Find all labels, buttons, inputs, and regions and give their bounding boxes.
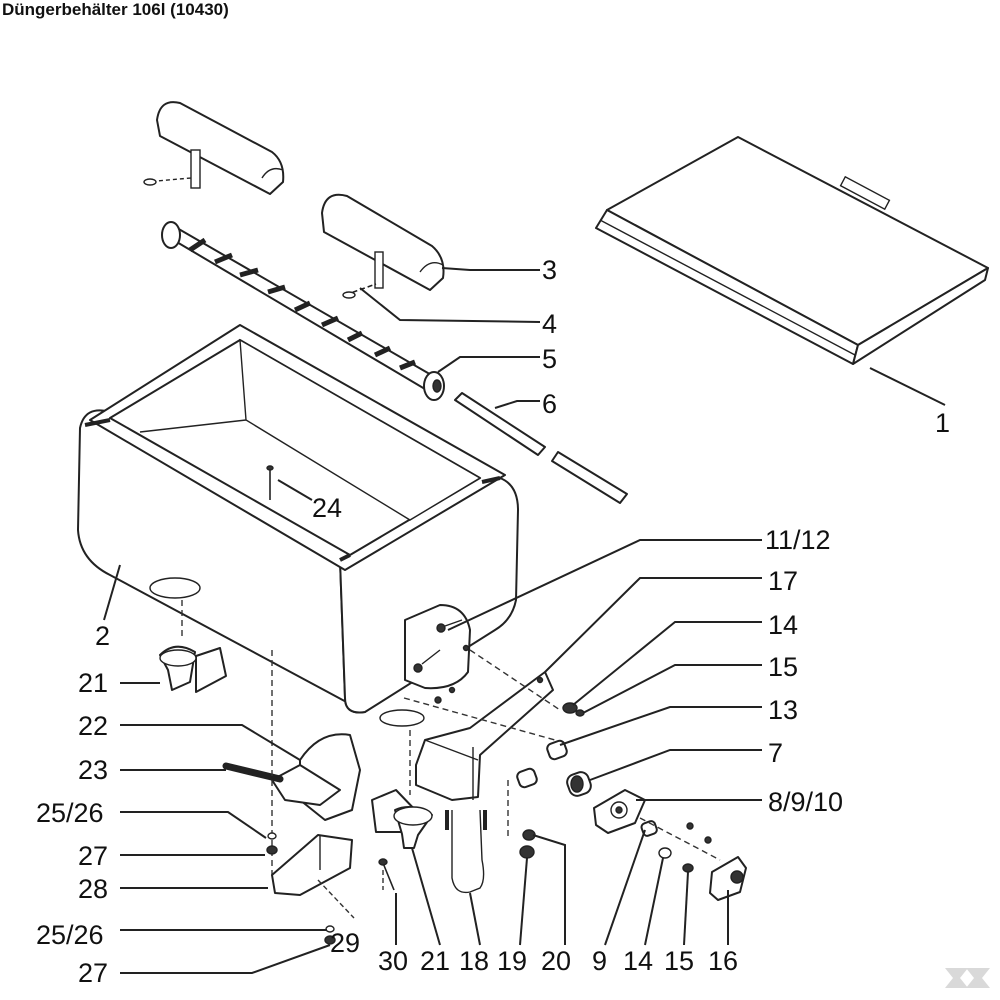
callout-14-bottom: 14 [623,946,653,976]
bearing-assembly [516,702,747,901]
callout-15-bottom: 15 [664,946,694,976]
callout-6: 6 [542,389,557,419]
callout-24: 24 [312,493,342,523]
callout-25-26-upper: 25/26 [36,798,104,828]
callout-21-left: 21 [78,668,108,698]
callout-15-upper: 15 [768,652,798,682]
callout-30: 30 [378,946,408,976]
drive-shafts-part-6 [454,392,628,504]
callout-20: 20 [541,946,571,976]
callout-1: 1 [935,408,950,438]
page-title: Düngerbehälter 106l (10430) [2,0,229,19]
outlet-funnel-part-21-center [371,730,433,849]
callout-labels: 1 2 3 4 5 6 24 11/12 17 14 15 13 7 8/9/1… [36,255,950,988]
agitator-shaft [161,221,445,401]
watermark-logo [945,968,990,988]
callout-11-12: 11/12 [765,525,831,555]
callout-27-lower: 27 [78,958,108,988]
lid-part-1 [595,136,989,365]
callout-9: 9 [592,946,607,976]
callout-7: 7 [768,738,783,768]
flap-assembly-part-22-23 [222,650,361,880]
callout-14-upper: 14 [768,610,798,640]
u-bolt-part-18 [445,809,487,894]
callout-3: 3 [542,255,557,285]
callout-21-bottom: 21 [420,946,450,976]
leader-lines [103,267,946,974]
shaft-cover-upper [143,101,285,195]
outlet-funnel-part-21-left [159,600,227,693]
callout-19: 19 [497,946,527,976]
callout-25-26-lower: 25/26 [36,920,104,950]
callout-18: 18 [459,946,489,976]
callout-27-upper: 27 [78,841,108,871]
nuts-parts-19-20 [507,780,536,859]
hopper-part-2 [77,324,519,727]
callout-4: 4 [542,309,557,339]
callout-13: 13 [768,695,798,725]
callout-28: 28 [78,874,108,904]
callout-8-9-10: 8/9/10 [768,787,843,817]
callout-17: 17 [768,566,798,596]
callout-22: 22 [78,711,108,741]
screw-part-30 [378,858,395,891]
callout-29: 29 [330,928,360,958]
bracket-part-17 [403,644,561,801]
callout-2: 2 [95,621,110,651]
callout-16: 16 [708,946,738,976]
slide-plate-part-28 [266,832,355,945]
shaft-cover-part-3 [321,193,445,291]
callout-5: 5 [542,344,557,374]
callout-23: 23 [78,755,108,785]
